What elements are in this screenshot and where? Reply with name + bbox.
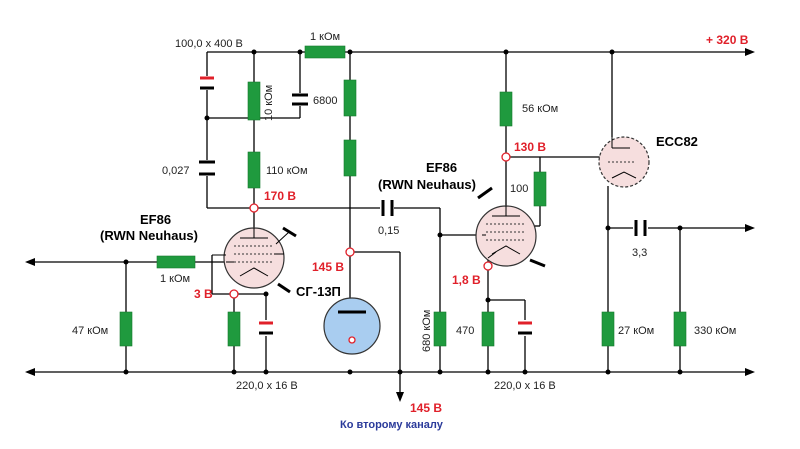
resistor-10k	[247, 81, 261, 121]
arrow-right-icon	[745, 368, 755, 376]
resistor-1k8	[227, 311, 241, 347]
label-v-145-out: 145 В	[410, 401, 442, 415]
label-r-1k-top: 1 кОм	[310, 31, 340, 43]
resistor-27k	[601, 311, 615, 347]
resistor-56k	[499, 91, 513, 127]
label-v-3: 3 В	[194, 287, 213, 301]
resistor-470	[481, 311, 495, 347]
label-r-47k: 47 кОм	[72, 325, 108, 337]
label-tube2-name: EF86	[426, 160, 457, 175]
label-c-6800: 6800	[313, 95, 337, 107]
label-tube3-name: ECC82	[656, 134, 698, 149]
neon-sg13p	[323, 297, 381, 355]
resistors	[119, 45, 687, 347]
label-c-220-a: 220,0 x 16 В	[236, 380, 298, 392]
label-v-18: 1,8 В	[452, 273, 481, 287]
label-r-100: 100	[510, 183, 528, 195]
arrow-down-icon	[396, 392, 404, 402]
label-v-145: 145 В	[312, 260, 344, 274]
label-r-10k: 10 кОм	[263, 85, 275, 121]
resistor-330k	[673, 311, 687, 347]
capacitor-100uF	[200, 76, 214, 90]
label-r-27k: 27 кОм	[618, 325, 654, 337]
wires	[35, 51, 745, 392]
capacitor-220uF-a	[259, 321, 273, 335]
label-tube1-sub: (RWN Neuhaus)	[100, 228, 198, 243]
tube-ef86-1	[212, 226, 297, 294]
resistor-6k8-b	[343, 139, 357, 177]
label-r-680k: 680 кОм	[421, 310, 433, 352]
resistor-6k8-a	[343, 79, 357, 117]
capacitor-220uF-b	[518, 321, 532, 335]
label-v-170: 170 В	[264, 189, 296, 203]
capacitor-33	[634, 220, 647, 236]
test-points	[229, 152, 511, 299]
label-c-100x400: 100,0 x 400 В	[175, 38, 243, 50]
label-v-130: 130 В	[514, 140, 546, 154]
label-out-caption: Ко второму каналу	[340, 419, 444, 431]
label-c-015: 0,15	[378, 225, 399, 237]
capacitor-015	[381, 200, 394, 216]
capacitors	[199, 76, 647, 335]
labels: 100,0 x 400 В 1 кОм + 320 В 10 кОм 6800 …	[72, 31, 749, 431]
tube-ef86-2	[475, 186, 546, 268]
arrow-left-icon	[25, 258, 35, 266]
label-r-1k-in: 1 кОм	[160, 273, 190, 285]
arrow-right-icon	[745, 224, 755, 232]
resistor-680k	[433, 311, 447, 347]
label-c-33: 3,3	[632, 247, 647, 259]
label-tube2-sub: (RWN Neuhaus)	[378, 177, 476, 192]
junctions	[123, 49, 683, 375]
tube-ecc82	[598, 136, 650, 188]
label-neon: СГ-13П	[296, 284, 341, 299]
capacitor-0027	[199, 160, 215, 176]
arrow-right-icon	[745, 48, 755, 56]
label-r-110k: 110 кОм	[266, 165, 308, 177]
label-v-320: + 320 В	[706, 33, 749, 47]
label-tube1-name: EF86	[140, 212, 171, 227]
capacitor-6800	[292, 93, 308, 106]
resistor-110k	[247, 151, 261, 189]
label-r-56k: 56 кОм	[522, 103, 558, 115]
label-r-470: 470	[456, 325, 474, 337]
resistor-1k-in	[156, 255, 196, 269]
arrow-left-icon	[25, 368, 35, 376]
label-c-220-b: 220,0 x 16 В	[494, 380, 556, 392]
label-r-330k: 330 кОм	[694, 325, 736, 337]
label-c-0027: 0,027	[162, 165, 190, 177]
resistor-100	[533, 171, 547, 207]
arrows	[25, 48, 755, 402]
resistor-47k	[119, 311, 133, 347]
resistor-1k-top	[304, 45, 346, 59]
